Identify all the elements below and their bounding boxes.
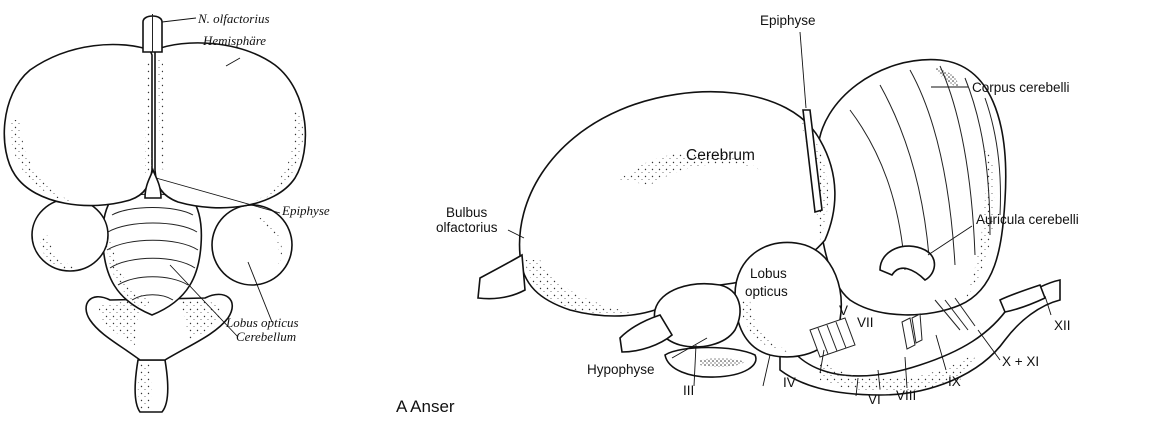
label-lobus-opticus-dorsal: Lobus opticus — [225, 315, 299, 330]
label-corpus-cerebelli: Corpus cerebelli — [972, 80, 1070, 95]
label-lobus-line2: opticus — [745, 284, 788, 299]
label-nerve-vii: VII — [857, 315, 874, 330]
label-auricula-cerebelli: Auricula cerebelli — [976, 212, 1079, 227]
label-nerve-x-xi: X + XI — [1002, 354, 1039, 369]
dorsal-view: N. olfactorius Hemisphäre Epiphyse Lobus… — [4, 11, 330, 412]
label-nerve-viii: VIII — [896, 388, 916, 403]
label-nerve-iii: III — [683, 383, 694, 398]
label-nerve-vi: VI — [868, 392, 881, 407]
label-epiphyse-dorsal: Epiphyse — [281, 203, 330, 218]
lateral-bulbus-olfactorius — [478, 255, 525, 299]
label-hemisphaere: Hemisphäre — [202, 33, 266, 48]
label-n-olfactorius: N. olfactorius — [197, 11, 270, 26]
lateral-optic-nerve — [620, 315, 672, 352]
dorsal-hemisphere-left — [4, 45, 152, 206]
label-hypophyse: Hypophyse — [587, 362, 655, 377]
label-bulbus-line2: olfactorius — [436, 220, 498, 235]
label-nerve-xii: XII — [1054, 318, 1071, 333]
label-nerve-iv: IV — [783, 375, 796, 390]
label-epiphyse-lateral: Epiphyse — [760, 13, 816, 28]
label-cerebrum: Cerebrum — [686, 147, 755, 164]
label-cerebellum-dorsal: Cerebellum — [236, 329, 296, 344]
lateral-view: Epiphyse Corpus cerebelli Cerebrum Auric… — [436, 13, 1079, 407]
label-nerve-v: V — [839, 303, 848, 318]
label-lobus-line1: Lobus — [750, 266, 787, 281]
label-bulbus-line1: Bulbus — [446, 205, 488, 220]
figure-caption: A Anser — [396, 397, 455, 416]
dorsal-optic-lobe-left — [32, 199, 108, 271]
label-nerve-ix: IX — [948, 374, 961, 389]
